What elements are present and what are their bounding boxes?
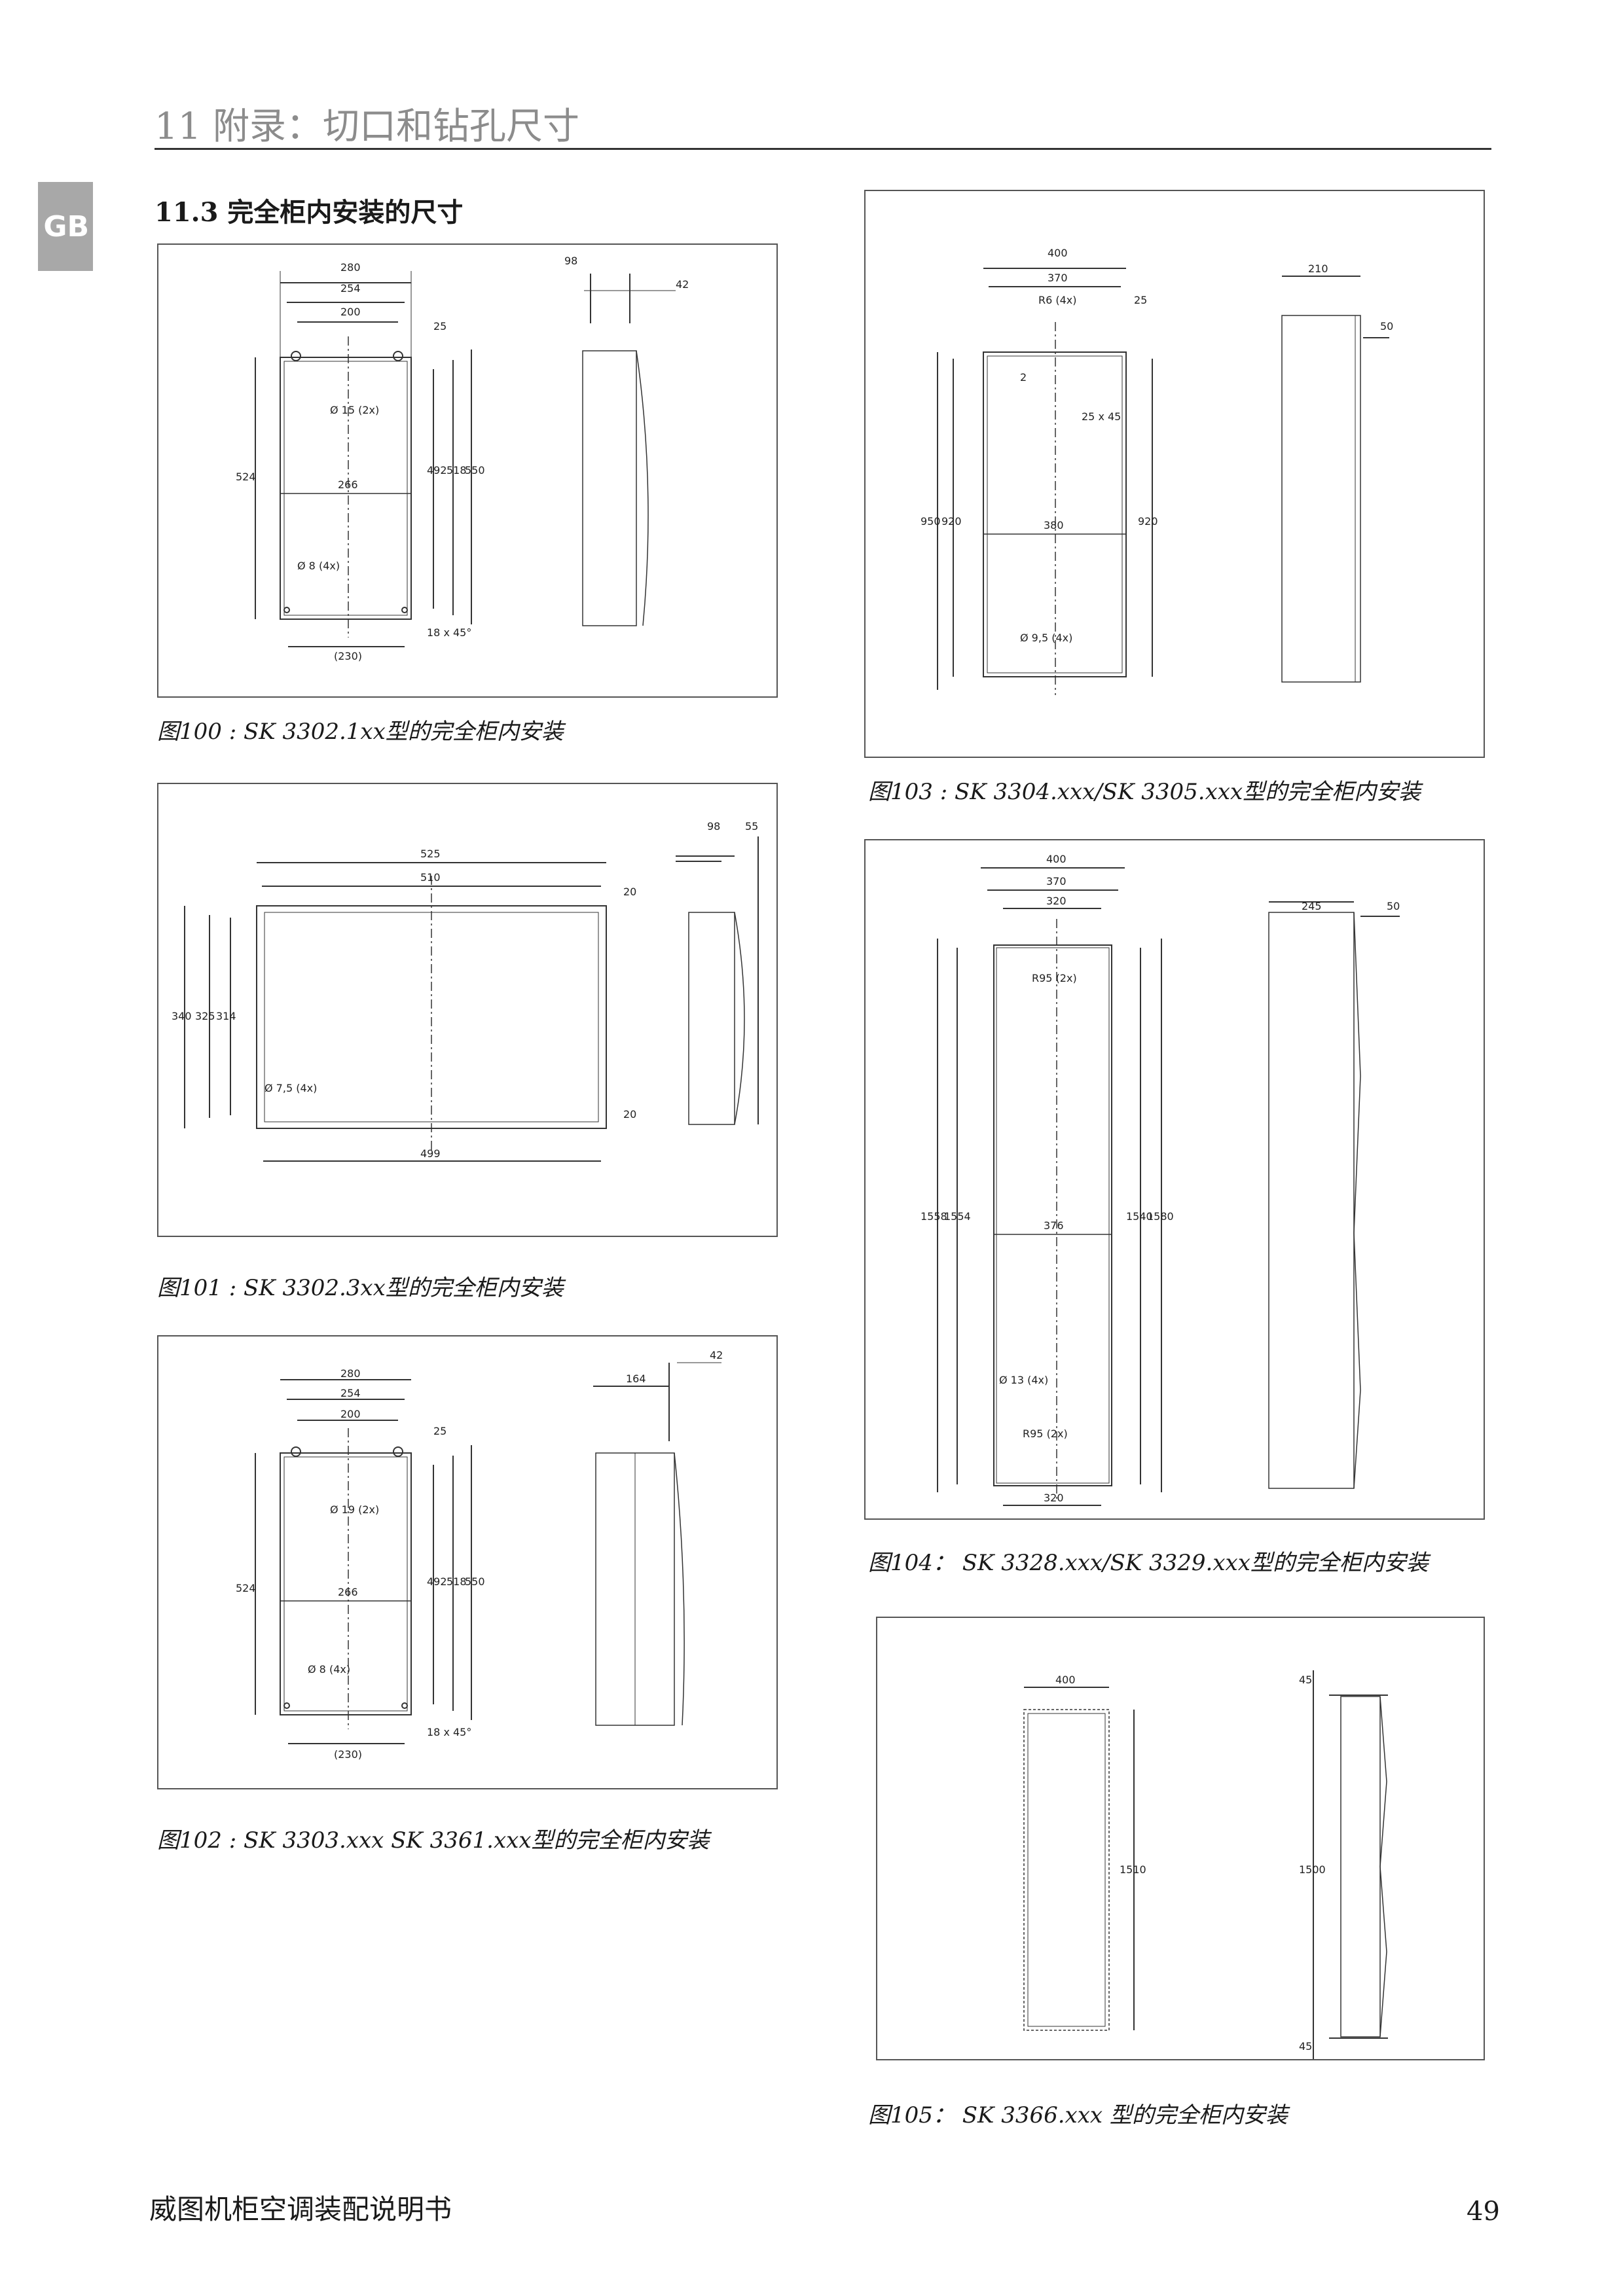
dim-label: 325 <box>195 1010 215 1022</box>
dim-label: 266 <box>338 1586 358 1598</box>
dim-label: 550 <box>465 464 485 476</box>
language-tab-label: GB <box>43 209 89 243</box>
dim-label: 280 <box>340 1367 361 1380</box>
dim-label: 20 <box>623 1108 636 1121</box>
dim-label: 950 <box>921 515 941 528</box>
dim-label: 25 x 45 <box>1082 410 1121 423</box>
dim-label: 50 <box>1387 900 1400 912</box>
dim-label: 245 <box>1302 900 1322 912</box>
dim-label: Ø 8 (4x) <box>308 1663 350 1676</box>
dim-label: 42 <box>710 1349 723 1361</box>
dim-label: 98 <box>707 820 720 833</box>
figure-103-drawing: 400 370 R6 (4x) 25 2 25 x 45 950 920 380… <box>864 190 1485 758</box>
dim-label: Ø 8 (4x) <box>297 560 340 572</box>
dim-label: 340 <box>172 1010 192 1022</box>
dim-label: 55 <box>745 820 758 833</box>
dim-label: (230) <box>334 1748 362 1761</box>
dim-label: 518 <box>447 1575 467 1588</box>
dim-label: 1558 <box>921 1210 947 1223</box>
footer-manual-title: 威图机柜空调装配说明书 <box>149 2193 452 2225</box>
figure-104-caption: 图104： SK 3328.xxx/SK 3329.xxx型的完全柜内安装 <box>868 1550 1429 1576</box>
dim-label: 2 <box>1020 371 1027 384</box>
dim-label: 524 <box>236 471 256 483</box>
figure-105-drawing: 400 1510 45 1500 45 <box>876 1617 1485 2060</box>
figure-100-caption: 图100 : SK 3302.1xx型的完全柜内安装 <box>157 719 564 745</box>
dim-label: 18 x 45° <box>427 1726 471 1738</box>
dim-label: (230) <box>334 650 362 662</box>
dim-label: 525 <box>420 848 441 860</box>
dim-label: 1540 <box>1126 1210 1153 1223</box>
language-tab: GB <box>38 182 93 271</box>
dim-label: 376 <box>1044 1219 1064 1232</box>
dim-label: 550 <box>465 1575 485 1588</box>
dim-label: 400 <box>1048 247 1068 259</box>
dim-label: 314 <box>216 1010 236 1022</box>
figure-102-caption: 图102 : SK 3303.xxx SK 3361.xxx型的完全柜内安装 <box>157 1827 710 1854</box>
dim-label: 400 <box>1055 1674 1076 1686</box>
dim-label: Ø 15 (2x) <box>330 404 379 416</box>
dim-label: 200 <box>340 306 361 318</box>
dim-label: 492 <box>427 464 447 476</box>
section-title: 11.3 完全柜内安装的尺寸 <box>155 197 464 228</box>
dim-label: 510 <box>420 871 441 884</box>
figure-101-caption: 图101 : SK 3302.3xx型的完全柜内安装 <box>157 1275 564 1301</box>
dim-label: 20 <box>623 886 636 898</box>
dim-label: 380 <box>1044 519 1064 531</box>
dim-label: 1510 <box>1120 1863 1146 1876</box>
dim-label: 370 <box>1048 272 1068 284</box>
dim-label: 920 <box>941 515 962 528</box>
dim-label: R95 (2x) <box>1032 972 1077 984</box>
dim-label: R95 (2x) <box>1023 1427 1068 1440</box>
figure-102-drawing: 280 254 200 25 Ø 19 (2x) 524 266 492 518… <box>157 1335 778 1789</box>
figure-105-caption: 图105： SK 3366.xxx 型的完全柜内安装 <box>868 2102 1288 2128</box>
dim-label: 280 <box>340 261 361 274</box>
dim-label: 210 <box>1308 262 1328 275</box>
dim-label: Ø 9,5 (4x) <box>1020 632 1072 644</box>
dim-label: 254 <box>340 1387 361 1399</box>
dim-label: 18 x 45° <box>427 626 471 639</box>
dim-label: Ø 7,5 (4x) <box>264 1082 317 1094</box>
dim-label: 524 <box>236 1582 256 1594</box>
dim-label: 1580 <box>1147 1210 1174 1223</box>
dim-label: 1500 <box>1299 1863 1326 1876</box>
dim-label: 320 <box>1046 895 1067 907</box>
dim-label: 266 <box>338 478 358 491</box>
dim-label: 499 <box>420 1147 441 1160</box>
header-divider <box>155 148 1491 150</box>
dim-label: 518 <box>447 464 467 476</box>
figure-104-drawing: 400 370 320 R95 (2x) 1558 1554 376 1540 … <box>864 839 1485 1520</box>
dim-label: Ø 13 (4x) <box>999 1374 1048 1386</box>
dim-label: 164 <box>626 1372 646 1385</box>
dim-label: 492 <box>427 1575 447 1588</box>
dim-label: 254 <box>340 282 361 295</box>
dim-label: 400 <box>1046 853 1067 865</box>
dim-label: 920 <box>1138 515 1158 528</box>
figure-101-drawing: 525 510 20 340 325 314 Ø 7,5 (4x) 20 499… <box>157 783 778 1237</box>
dim-label: 370 <box>1046 875 1067 888</box>
dim-label: 1554 <box>944 1210 971 1223</box>
dim-label: 200 <box>340 1408 361 1420</box>
figure-100-drawing: 280 254 200 25 Ø 15 (2x) 524 266 492 518… <box>157 243 778 698</box>
dim-label: 25 <box>433 1425 447 1437</box>
dim-label: R6 (4x) <box>1038 294 1077 306</box>
dim-label: 25 <box>1134 294 1147 306</box>
figure-103-caption: 图103 : SK 3304.xxx/SK 3305.xxx型的完全柜内安装 <box>868 779 1421 805</box>
dim-label: 50 <box>1380 320 1393 332</box>
dim-label: 45 <box>1299 2040 1312 2053</box>
page-header-title: 11 附录：切口和钻孔尺寸 <box>155 105 580 148</box>
dim-label: 98 <box>564 255 577 267</box>
dim-label: 25 <box>433 320 447 332</box>
dim-label: Ø 19 (2x) <box>330 1503 379 1516</box>
page-number: 49 <box>1467 2197 1500 2227</box>
dim-label: 42 <box>676 278 689 291</box>
dim-label: 45 <box>1299 1674 1312 1686</box>
dim-label: 320 <box>1044 1492 1064 1504</box>
